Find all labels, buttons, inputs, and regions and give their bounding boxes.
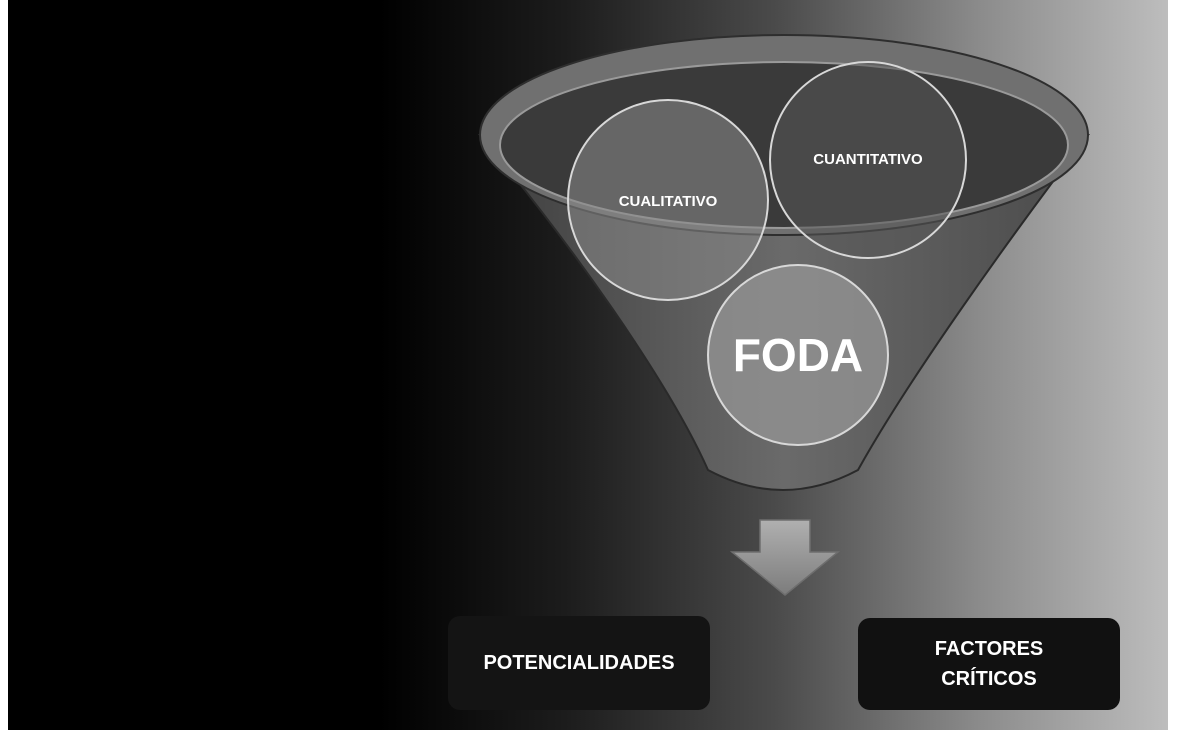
cuantitativo-label: CUANTITATIVO (813, 150, 923, 168)
cualitativo-circle (567, 99, 769, 301)
potencialidades-box: POTENCIALIDADES (448, 616, 710, 710)
down-arrow-icon (729, 519, 841, 596)
cuantitativo-circle (769, 61, 967, 259)
slide: CUALITATIVO CUANTITATIVO FODA POTENCIALI… (8, 0, 1168, 730)
factores-criticos-box: FACTORES CRÍTICOS (858, 618, 1120, 710)
foda-circle (707, 264, 889, 446)
cualitativo-label: CUALITATIVO (618, 192, 718, 210)
foda-label: FODA (732, 329, 864, 381)
funnel-diagram (477, 34, 1091, 596)
factores-criticos-label: FACTORES CRÍTICOS (934, 638, 1044, 690)
potencialidades-label: POTENCIALIDADES (483, 652, 675, 674)
